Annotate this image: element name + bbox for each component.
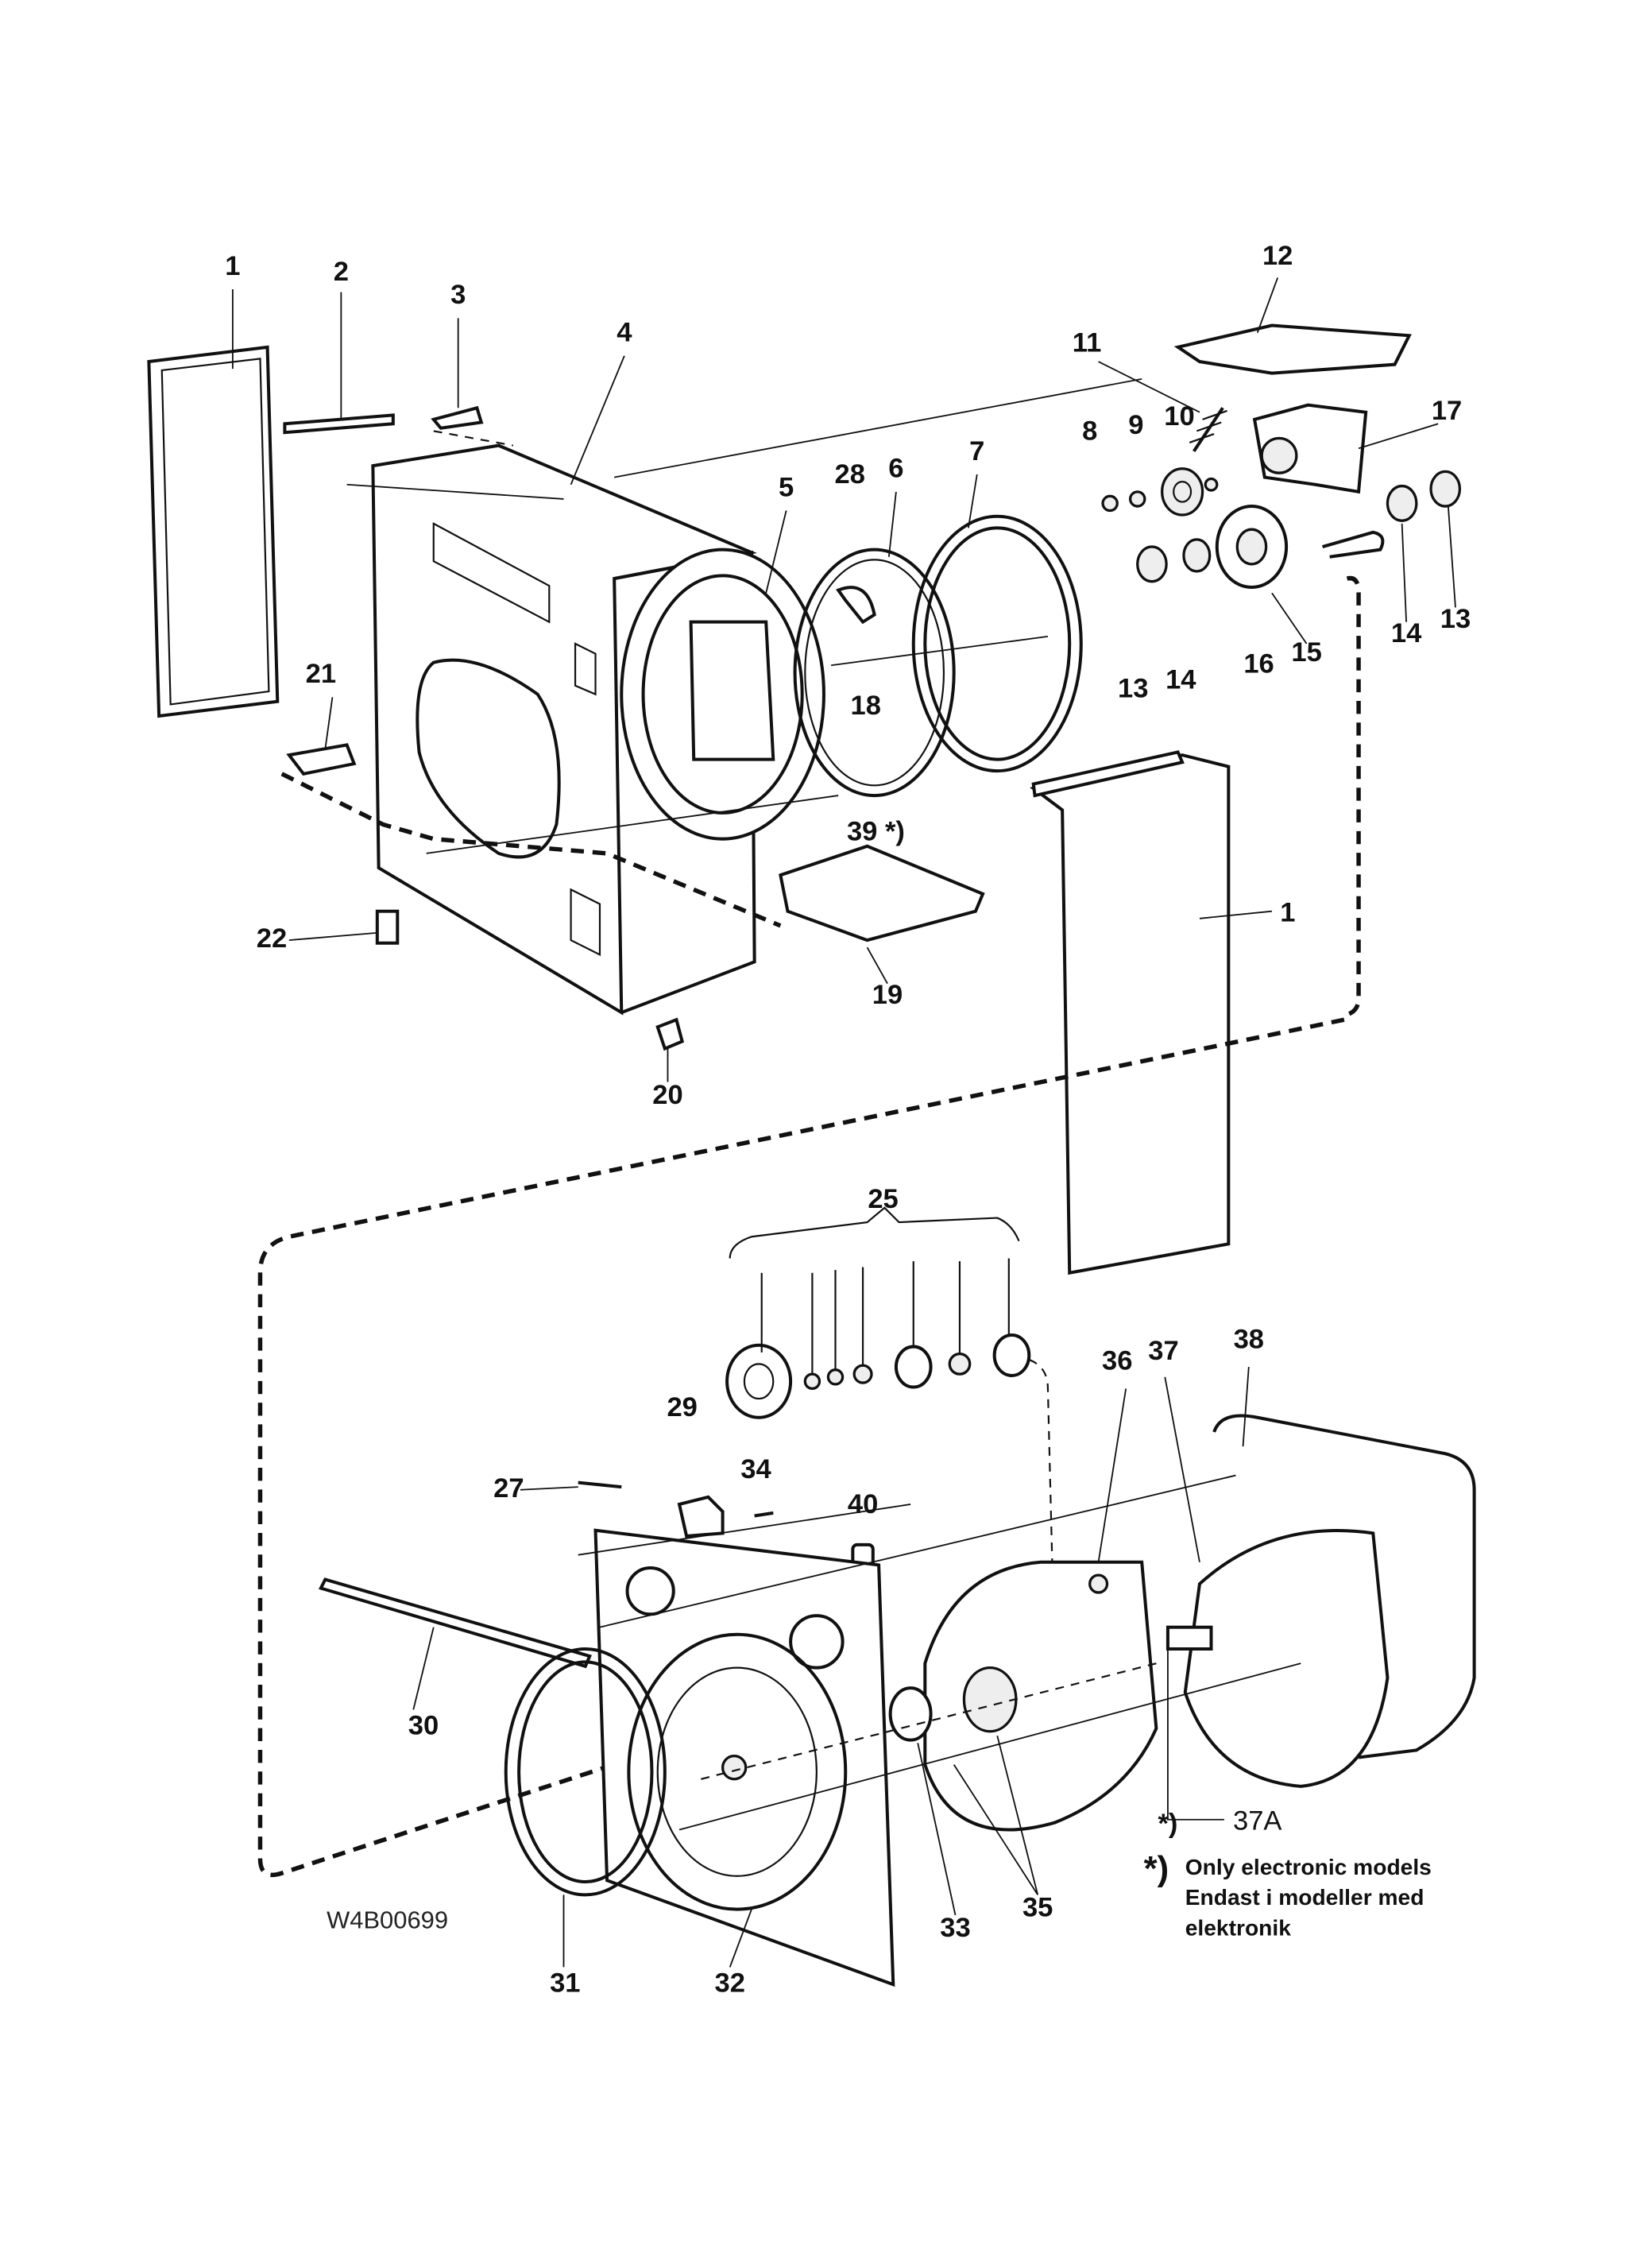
screw-27 (578, 1480, 622, 1489)
front-ring-5 (620, 548, 825, 841)
rail-30 (319, 1577, 592, 1669)
part-label: 11 (1073, 327, 1102, 358)
part-label: 20 (652, 1080, 682, 1110)
part-label: 21 (306, 659, 336, 689)
nut-8 (1101, 494, 1119, 513)
part-label: 13 (1440, 604, 1471, 634)
bearing-14 (1182, 538, 1212, 573)
part-label: 16 (1243, 648, 1274, 679)
pulley-10 (1161, 467, 1204, 517)
clip-21 (286, 743, 357, 776)
washer-9 (1128, 490, 1146, 508)
bracket-29 (677, 1495, 725, 1538)
part-label: 12 (1262, 241, 1293, 271)
part-label: 30 (408, 1710, 439, 1740)
heater-cover-38 (1165, 1414, 1476, 1788)
part-label: 38 (1234, 1324, 1264, 1354)
footnote-line-1: Only electronic models (1185, 1854, 1432, 1879)
rear-housing (888, 1560, 1158, 1832)
bracket-28 (836, 586, 876, 625)
bearing-13-right (1429, 470, 1462, 508)
part-label: 22 (257, 923, 287, 954)
leader-lines (231, 277, 1456, 1968)
part-label: 27 (493, 1473, 524, 1504)
part-label: 36 (1102, 1346, 1132, 1376)
part-label: 37 (1148, 1336, 1178, 1366)
diagram-code: W4B00699 (327, 1906, 448, 1933)
part-label: 3 (450, 280, 466, 310)
spring-11 (1189, 407, 1227, 452)
part-label: 31 (550, 1968, 580, 1998)
footnote-line-3: elektronik (1185, 1914, 1291, 1940)
foot-22 (375, 909, 400, 945)
plug-20 (655, 1017, 685, 1051)
part-label: 18 (850, 691, 880, 721)
bearing-13 (1136, 545, 1168, 583)
part-label: 39 *) (847, 817, 905, 847)
bearing-33 (888, 1686, 933, 1742)
side-panel-left (147, 345, 280, 718)
part-label: 14 (1391, 618, 1422, 648)
part-label: 5 (779, 472, 794, 502)
part-label: 40 (848, 1489, 878, 1519)
part-label: 1 (1280, 897, 1295, 927)
top-plate-12 (1173, 323, 1412, 375)
part-label: 28 (834, 459, 864, 490)
bottom-tray-19 (779, 844, 985, 942)
part-label: 14 (1165, 664, 1196, 695)
clip-15 (1322, 530, 1385, 559)
ring-6 (793, 548, 956, 798)
part-label: 9 (1128, 410, 1143, 440)
part-label: 6 (888, 454, 903, 484)
part-label: 29 (667, 1392, 697, 1422)
part-label: 4 (617, 318, 632, 348)
part-label: *) (1158, 1809, 1177, 1839)
footnote-line-2: Endast i modeller med (1185, 1884, 1424, 1910)
part-label: 32 (714, 1968, 744, 1998)
part-label: 37A (1233, 1805, 1281, 1836)
front-panel-32 (593, 1528, 895, 1987)
bracket-3 (431, 405, 484, 430)
bearing-bracket-17 (1252, 403, 1368, 494)
part-label: 2 (334, 257, 349, 287)
part-label: 7 (969, 436, 984, 466)
footnote: *) Only electronic models Endast i model… (1144, 1849, 1432, 1940)
hub-16 (1215, 505, 1289, 589)
screw-34 (754, 1511, 774, 1518)
part-label: 19 (872, 980, 903, 1010)
part-label: 25 (868, 1184, 898, 1214)
part-label: 13 (1118, 673, 1148, 703)
part-label: 17 (1432, 396, 1462, 426)
part-label: 1 (225, 251, 240, 281)
part-label: 33 (940, 1913, 970, 1943)
fan-assembly-25 (725, 1258, 1031, 1419)
part-label: 10 (1164, 401, 1194, 432)
rail-2 (283, 413, 395, 435)
part-label: 15 (1291, 637, 1321, 668)
part-label: 35 (1022, 1893, 1053, 1923)
side-panel-right (1030, 750, 1231, 1275)
bearing-14-right (1386, 484, 1418, 522)
part-label: 8 (1082, 416, 1097, 446)
washer-10b (1204, 477, 1219, 492)
part-label: 34 (740, 1454, 771, 1484)
footnote-marker: *) (1144, 1849, 1169, 1888)
ring-7 (911, 514, 1083, 773)
gasket-31 (504, 1647, 667, 1897)
